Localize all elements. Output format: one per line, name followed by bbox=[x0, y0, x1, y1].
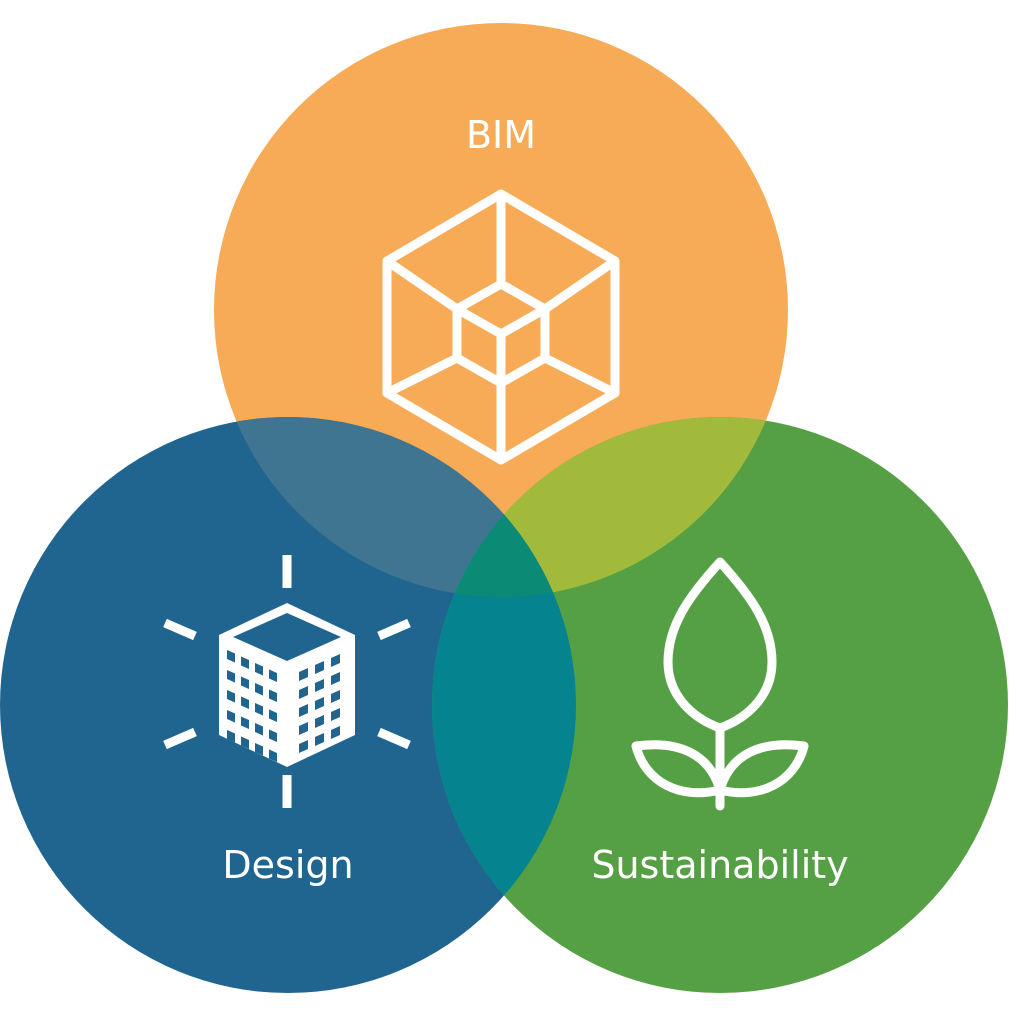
building-window bbox=[227, 690, 235, 703]
building-icon bbox=[163, 555, 411, 808]
building-window bbox=[227, 730, 235, 743]
building-window bbox=[331, 708, 340, 721]
building-window bbox=[315, 733, 324, 746]
building-window bbox=[241, 696, 249, 709]
bim-sustainability-overlap bbox=[432, 417, 788, 597]
building-window bbox=[255, 683, 263, 696]
building-window bbox=[269, 709, 277, 722]
building-window bbox=[269, 689, 277, 702]
plant-icon bbox=[631, 557, 809, 811]
building-window bbox=[269, 729, 277, 742]
bim-label: BIM bbox=[466, 113, 536, 157]
building-window bbox=[315, 715, 324, 728]
building-window bbox=[269, 749, 277, 762]
building-window bbox=[269, 669, 277, 682]
building-window bbox=[299, 686, 308, 699]
building-window bbox=[331, 690, 340, 703]
building-window bbox=[331, 654, 340, 667]
building-window bbox=[315, 679, 324, 692]
design-label: Design bbox=[222, 843, 353, 887]
building-window bbox=[331, 726, 340, 739]
bim-design-overlap bbox=[214, 417, 576, 597]
building-window bbox=[331, 672, 340, 685]
building-window bbox=[315, 661, 324, 674]
building-window bbox=[255, 743, 263, 756]
wireframe-cube-icon bbox=[382, 189, 620, 465]
sustainability-label: Sustainability bbox=[591, 843, 848, 887]
building-window bbox=[255, 723, 263, 736]
building-window bbox=[241, 676, 249, 689]
building-window bbox=[299, 704, 308, 717]
building-window bbox=[315, 697, 324, 710]
building-window bbox=[255, 703, 263, 716]
building-window bbox=[255, 663, 263, 676]
building-window bbox=[227, 710, 235, 723]
building-window bbox=[241, 716, 249, 729]
building-window bbox=[227, 650, 235, 663]
building-window bbox=[299, 722, 308, 735]
building-window bbox=[241, 736, 249, 749]
building-window bbox=[227, 670, 235, 683]
building-window bbox=[299, 740, 308, 753]
building-window bbox=[299, 668, 308, 681]
building-window bbox=[241, 656, 249, 669]
